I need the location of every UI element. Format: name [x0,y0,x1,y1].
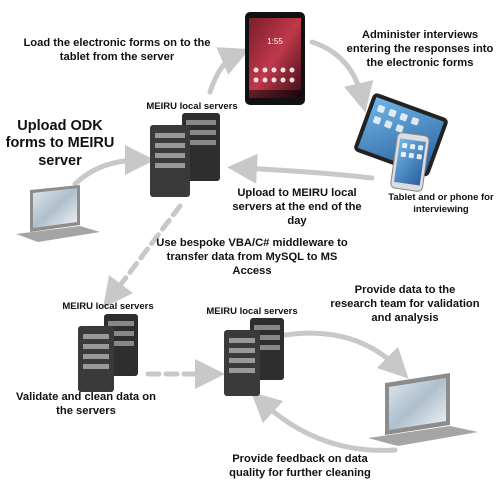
arrows [72,39,409,453]
label-provide-feedback: Provide feedback on data quality for fur… [229,453,371,479]
label-local-servers-left: MEIRU local servers [62,301,154,312]
tablet-device: 1:55 [245,12,305,105]
server-icon-middle [224,318,284,396]
arrow-mid-servers-to-laptop [282,330,409,379]
label-upload-odk: Upload ODK forms to MEIRU server [5,118,115,169]
arrow-ipad-to-server [227,153,375,184]
laptop-icon-left [16,185,100,242]
laptop-icon-right [368,373,478,446]
arrow-laptop-to-server [72,145,155,187]
ipad-and-phone-devices [354,93,448,192]
server-icon-left [78,314,138,392]
arrow-tablet-to-ipad [309,39,374,113]
arrow-laptop-to-mid-servers-feedback [250,391,398,453]
server-icon-top [150,113,220,197]
label-local-servers-top: MEIRU local servers [146,101,238,112]
label-provide-data: Provide data to the research team for va… [330,284,480,324]
label-administer-interviews: Administer interviews entering the respo… [346,29,494,69]
label-upload-local: Upload to MEIRU local servers at the end… [232,187,362,227]
label-validate-clean: Validate and clean data on the servers [16,391,156,417]
tablet-clock: 1:55 [267,37,283,46]
label-local-servers-middle: MEIRU local servers [206,306,298,317]
label-tablet-phone: Tablet and or phone for interviewing [388,192,494,215]
label-middleware: Use bespoke VBA/C# middleware to transfe… [156,237,348,277]
arrow-server-to-tablet [207,47,250,95]
arrow-server-to-left-servers-dashed [102,203,183,308]
label-load-forms: Load the electronic forms on to the tabl… [23,37,211,63]
